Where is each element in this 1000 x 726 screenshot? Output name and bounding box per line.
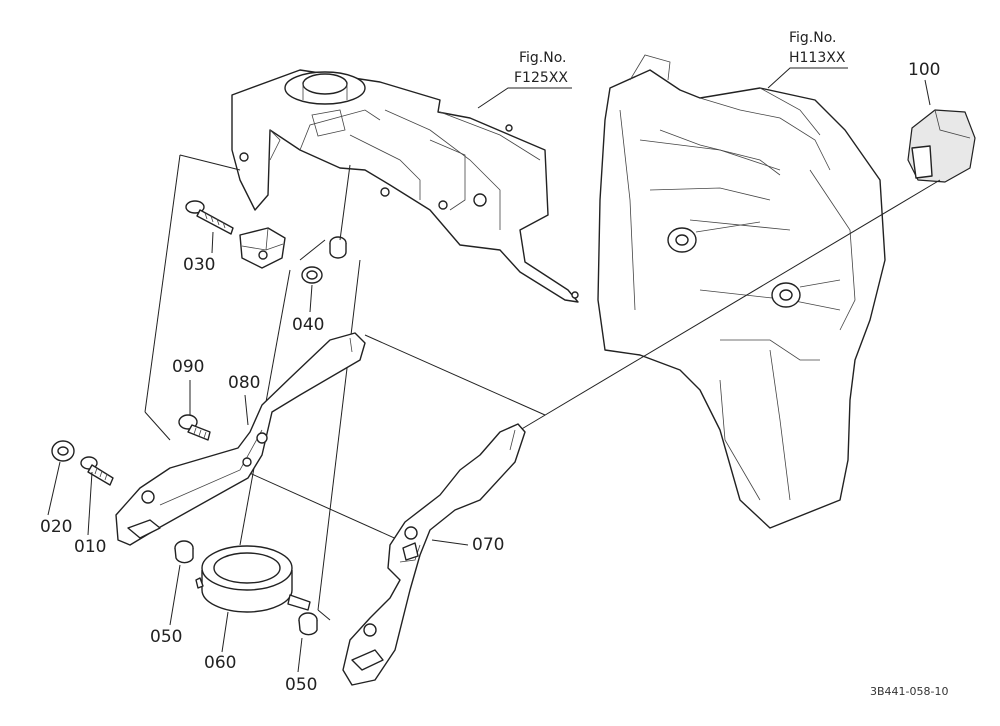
fig-ref-f125-title: Fig.No.	[519, 50, 567, 66]
callout-050-right: 050	[285, 675, 317, 695]
block-part	[239, 227, 286, 269]
callout-labels: 100 030 040 090 080 020 010 050 060 050 …	[40, 60, 940, 695]
callout-040: 040	[292, 315, 324, 335]
callout-100: 100	[908, 60, 940, 80]
fig-ref-f125-code: F125XX	[514, 70, 568, 86]
callout-030: 030	[183, 255, 215, 275]
lever-080-part	[115, 332, 366, 546]
ring-060-part	[195, 545, 311, 613]
bushing-050-a-part	[174, 540, 194, 564]
frame-bracket-assembly	[231, 69, 579, 303]
bolt-030-part	[185, 200, 234, 235]
callout-080: 080	[228, 373, 260, 393]
bolt-010-part	[80, 456, 114, 486]
callout-050-left: 050	[150, 627, 182, 647]
knob-part	[907, 79, 976, 183]
callout-010: 010	[74, 537, 106, 557]
steering-cover	[597, 54, 886, 529]
fig-ref-h113-code: H113XX	[789, 50, 846, 66]
bushing-050-b-part	[298, 612, 318, 636]
callout-070: 070	[472, 535, 504, 555]
callout-090: 090	[172, 357, 204, 377]
nut-020-part	[51, 440, 75, 462]
drawing-code: 3B441-058-10	[870, 685, 948, 698]
fig-ref-h113xx: Fig.No. H113XX	[767, 30, 848, 89]
fig-ref-f125xx: Fig.No. F125XX	[477, 50, 572, 109]
callout-020: 020	[40, 517, 72, 537]
lever-070-part	[342, 423, 526, 686]
collar-040-part	[301, 236, 347, 284]
bolt-090-part	[178, 414, 211, 441]
callout-060: 060	[204, 653, 236, 673]
leader-lines	[144, 154, 941, 621]
fig-ref-h113-title: Fig.No.	[789, 30, 837, 46]
